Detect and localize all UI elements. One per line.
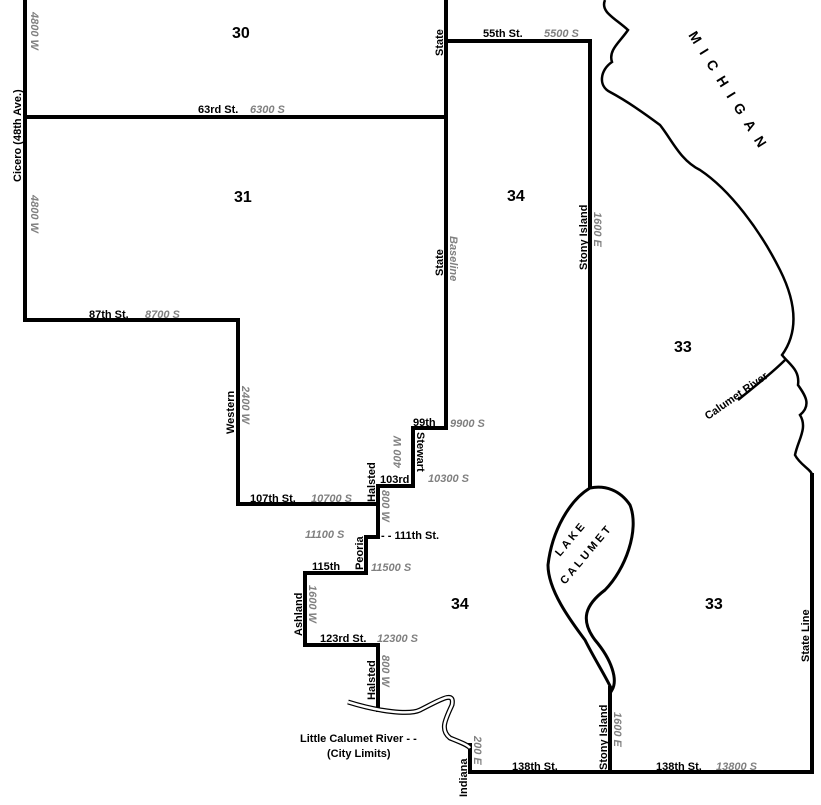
district-30: 30 bbox=[232, 25, 250, 42]
103rd-label: 103rd bbox=[380, 474, 409, 486]
city-limits-label: (City Limits) bbox=[327, 748, 391, 760]
calumet-river-label: Calumet River bbox=[703, 370, 771, 423]
state-line-label: State Line bbox=[800, 609, 812, 662]
107th-number: 10700 S bbox=[311, 493, 353, 505]
cicero-number: 4800 W bbox=[28, 11, 40, 52]
111th-number: 11100 S bbox=[305, 529, 345, 541]
123rd-number: 12300 S bbox=[377, 633, 419, 645]
cicero-number-2: 4800 W bbox=[28, 194, 40, 235]
stony-island-label: Stony Island bbox=[578, 205, 590, 270]
55th-label: 55th St. bbox=[483, 28, 523, 40]
stony-island-number: 1600 E bbox=[591, 212, 603, 248]
peoria-label: Peoria bbox=[354, 535, 366, 570]
state-label-north: State bbox=[434, 29, 446, 56]
district-33-north: 33 bbox=[674, 339, 692, 356]
103rd-number: 10300 S bbox=[428, 473, 470, 485]
district-31: 31 bbox=[234, 189, 252, 206]
cicero-label: Cicero (48th Ave.) bbox=[12, 89, 24, 182]
boundary-lines bbox=[23, 0, 814, 774]
lake-michigan-shoreline bbox=[600, 0, 814, 476]
district-33-south: 33 bbox=[705, 596, 723, 613]
115th-label: 115th bbox=[312, 561, 340, 573]
stony-island-south-number: 1600 E bbox=[611, 712, 623, 748]
little-calumet-river-label: Little Calumet River - - bbox=[300, 733, 417, 745]
halsted-label-south: Halsted bbox=[366, 660, 378, 700]
87th-label: 87th St. bbox=[89, 309, 129, 321]
138th-label-east: 138th St. bbox=[656, 761, 702, 773]
district-34-south: 34 bbox=[451, 596, 469, 613]
107th-label: 107th St. bbox=[250, 493, 296, 505]
stewart-label: Stewart bbox=[414, 432, 426, 472]
western-number: 2400 W bbox=[239, 385, 251, 426]
halsted-number-south: 800 W bbox=[379, 655, 391, 688]
little-calumet-river-inner bbox=[347, 696, 472, 749]
138th-line bbox=[468, 473, 814, 774]
halsted-label-north: Halsted bbox=[366, 462, 378, 502]
ashland-number: 1600 W bbox=[306, 585, 318, 625]
lake-calumet bbox=[546, 485, 635, 694]
138th-label-west: 138th St. bbox=[512, 761, 558, 773]
63rd-number: 6300 S bbox=[250, 104, 286, 116]
87th-number: 8700 S bbox=[145, 309, 181, 321]
indiana-number: 200 E bbox=[471, 735, 483, 765]
southwest-boundary bbox=[23, 318, 448, 712]
western-label: Western bbox=[225, 391, 237, 434]
indiana-label: Indiana bbox=[458, 758, 470, 797]
55th-number: 5500 S bbox=[544, 28, 580, 40]
ashland-label: Ashland bbox=[293, 593, 305, 636]
138th-number: 13800 S bbox=[716, 761, 758, 773]
state-label: State bbox=[434, 249, 446, 276]
123rd-label: 123rd St. bbox=[320, 633, 366, 645]
halsted-number-north: 800 W bbox=[379, 490, 391, 523]
stewart-number: 400 W bbox=[392, 435, 404, 469]
stony-island-south-label: Stony Island bbox=[598, 705, 610, 770]
calumet-river bbox=[737, 359, 786, 401]
99th-label: 99th bbox=[413, 417, 436, 429]
district-34-north: 34 bbox=[507, 188, 525, 205]
63rd-label: 63rd St. bbox=[198, 104, 238, 116]
baseline-label: Baseline bbox=[447, 236, 459, 281]
111th-label: - - 111th St. bbox=[381, 530, 439, 542]
115th-number: 11500 S bbox=[371, 562, 412, 574]
lake-michigan-label: MICHIGAN bbox=[685, 28, 774, 158]
99th-number: 9900 S bbox=[450, 418, 486, 430]
